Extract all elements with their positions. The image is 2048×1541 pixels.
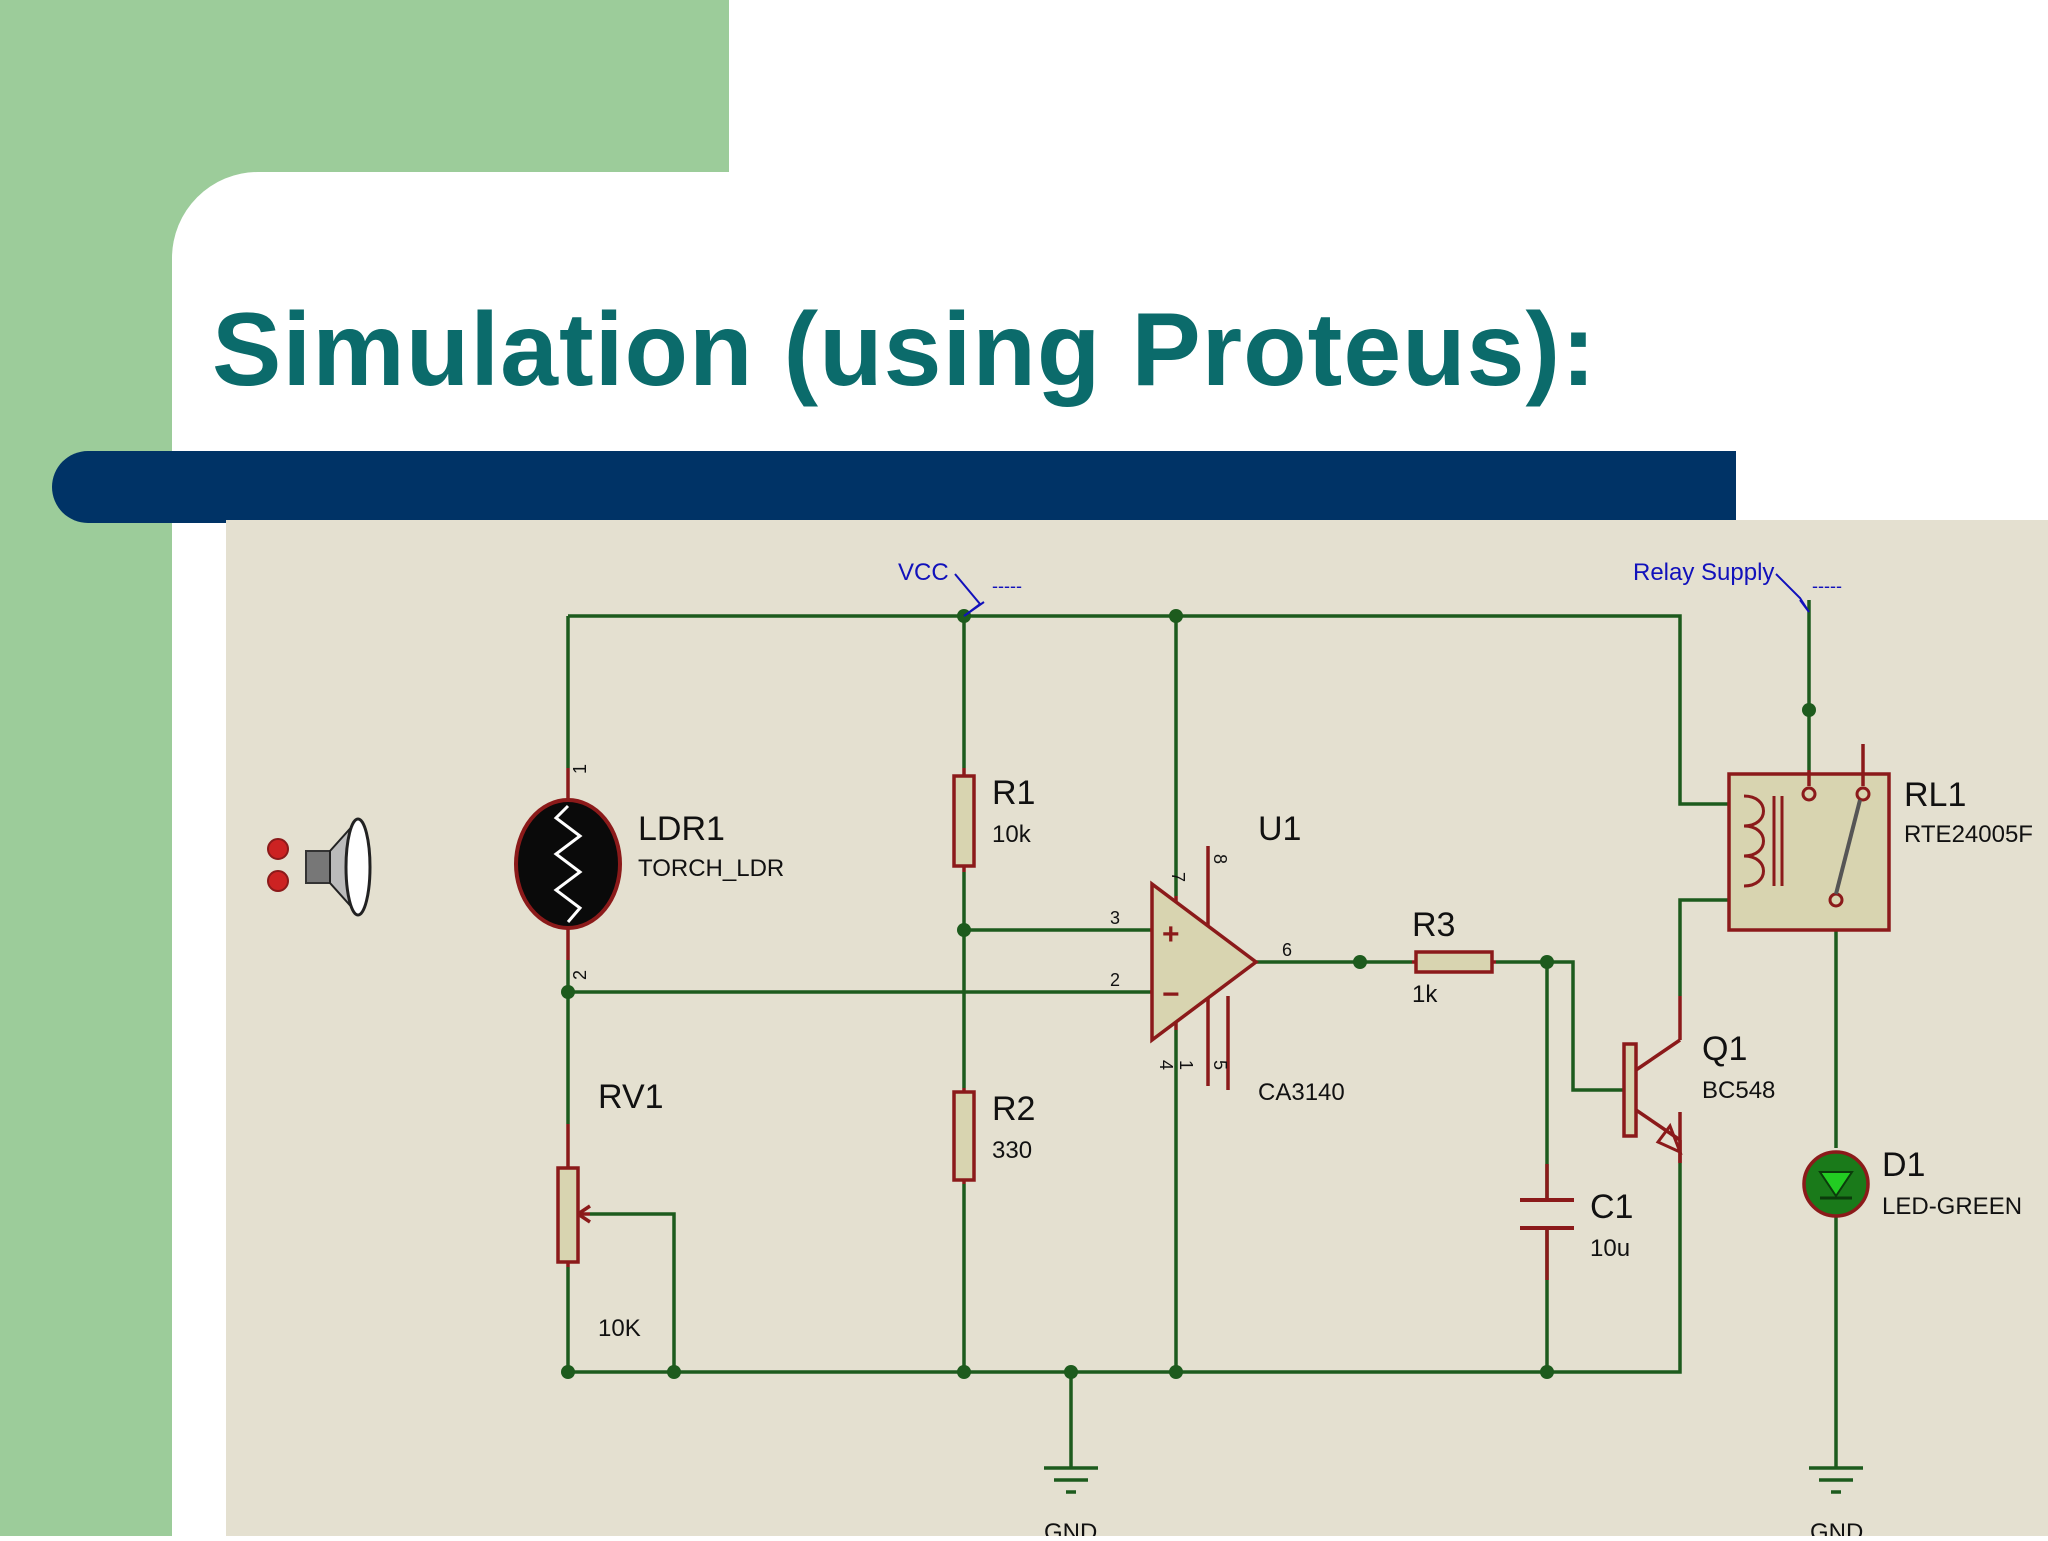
ldr1-component: 1 2 LDR1 TORCH_LDR — [514, 764, 784, 980]
vcc-stub: ----- — [992, 576, 1022, 596]
junctions — [561, 609, 1816, 1379]
schematic-canvas: VCC ----- Relay Supply ----- 1 2 LDR1 TO… — [226, 520, 2048, 1541]
ldr1-value: TORCH_LDR — [638, 855, 784, 882]
gnd-left-label: GND — [1044, 1519, 1097, 1536]
slide-title: Simulation (using Proteus): — [212, 292, 1597, 408]
r2-ref: R2 — [992, 1090, 1035, 1128]
u1-value: CA3140 — [1258, 1079, 1345, 1106]
r1-component: R1 10k — [952, 774, 1035, 868]
rl1-ref: RL1 — [1904, 776, 1966, 814]
led-diode-icon — [1818, 1171, 1854, 1198]
wire-bottom-rail — [568, 1163, 1682, 1374]
relay-coil-icon — [1743, 794, 1765, 888]
wire-wiper — [590, 1212, 676, 1372]
speaker-terminal-icon — [267, 838, 289, 860]
c1-value: 10u — [1590, 1235, 1630, 1262]
r1-value: 10k — [992, 821, 1032, 848]
ldr1-pin1: 1 — [570, 764, 590, 774]
c1-ref: C1 — [1590, 1188, 1633, 1226]
ground-left: GND — [1044, 1466, 1098, 1541]
rv1-value: 10K — [598, 1315, 641, 1342]
gnd-right-label: GND — [1810, 1519, 1863, 1536]
d1-value: LED-GREEN — [1882, 1193, 2022, 1220]
rv1-ref: RV1 — [598, 1078, 664, 1116]
rv1-component: RV1 10K — [556, 1078, 664, 1342]
r3-value: 1k — [1412, 981, 1438, 1008]
relay-supply-stub: ----- — [1812, 576, 1842, 596]
wire-r3-out — [1496, 960, 1624, 1092]
u1-ref: U1 — [1258, 810, 1301, 848]
r1-ref: R1 — [992, 774, 1035, 812]
rl1-relay: RL1 RTE24005F — [1727, 744, 2033, 932]
ground-icon — [1809, 1466, 1863, 1494]
relay-supply-label: Relay Supply — [1633, 559, 1774, 586]
title-underline-bar — [52, 451, 1736, 523]
q1-value: BC548 — [1702, 1077, 1775, 1104]
relay-supply-terminal: Relay Supply ----- — [1633, 559, 1842, 613]
wires — [566, 600, 1838, 1468]
ldr1-pin2: 2 — [570, 970, 590, 980]
u1-pin3: 3 — [1110, 908, 1120, 928]
r3-ref: R3 — [1412, 906, 1455, 944]
circuit-schematic: VCC ----- Relay Supply ----- 1 2 LDR1 TO… — [267, 559, 2033, 1541]
u1-plus-sign: + — [1162, 918, 1180, 951]
u1-pin8: 8 — [1210, 854, 1230, 864]
u1-pin6: 6 — [1282, 940, 1292, 960]
speaker-icon — [267, 817, 372, 917]
u1-pin1: 1 — [1176, 1060, 1196, 1070]
speaker-terminal-icon — [267, 870, 289, 892]
r2-component: R2 330 — [952, 1090, 1035, 1182]
u1-pin7: 7 — [1168, 872, 1188, 882]
u1-pin2: 2 — [1110, 970, 1120, 990]
relay-switch-icon — [1834, 799, 1862, 895]
relay-supply-flag-icon — [1775, 573, 1810, 613]
ldr1-ref: LDR1 — [638, 810, 725, 848]
d1-ref: D1 — [1882, 1146, 1925, 1184]
r3-component: R3 1k — [1412, 906, 1494, 1008]
u1-pin4: 4 — [1156, 1060, 1176, 1070]
vcc-label: VCC — [898, 559, 949, 586]
ground-right: GND — [1809, 1466, 1863, 1541]
wire-relay-coil-bottom — [1678, 898, 1729, 996]
u1-opamp: + − 3 2 6 7 8 4 1 5 U1 CA3140 — [1110, 810, 1345, 1106]
q1-transistor: Q1 BC548 — [1622, 1030, 1775, 1163]
rl1-value: RTE24005F — [1904, 821, 2033, 848]
d1-led: D1 LED-GREEN — [1802, 1146, 2022, 1220]
ground-icon — [1044, 1466, 1098, 1494]
q1-ref: Q1 — [1702, 1030, 1747, 1068]
u1-pin5: 5 — [1210, 1060, 1230, 1070]
u1-minus-sign: − — [1162, 978, 1180, 1011]
component-leads — [566, 768, 1682, 1280]
r2-value: 330 — [992, 1137, 1032, 1164]
vcc-terminal: VCC ----- — [898, 559, 1022, 617]
wire-top-rail — [568, 614, 1729, 806]
vcc-flag-icon — [954, 573, 985, 617]
c1-component: C1 10u — [1520, 1188, 1633, 1262]
